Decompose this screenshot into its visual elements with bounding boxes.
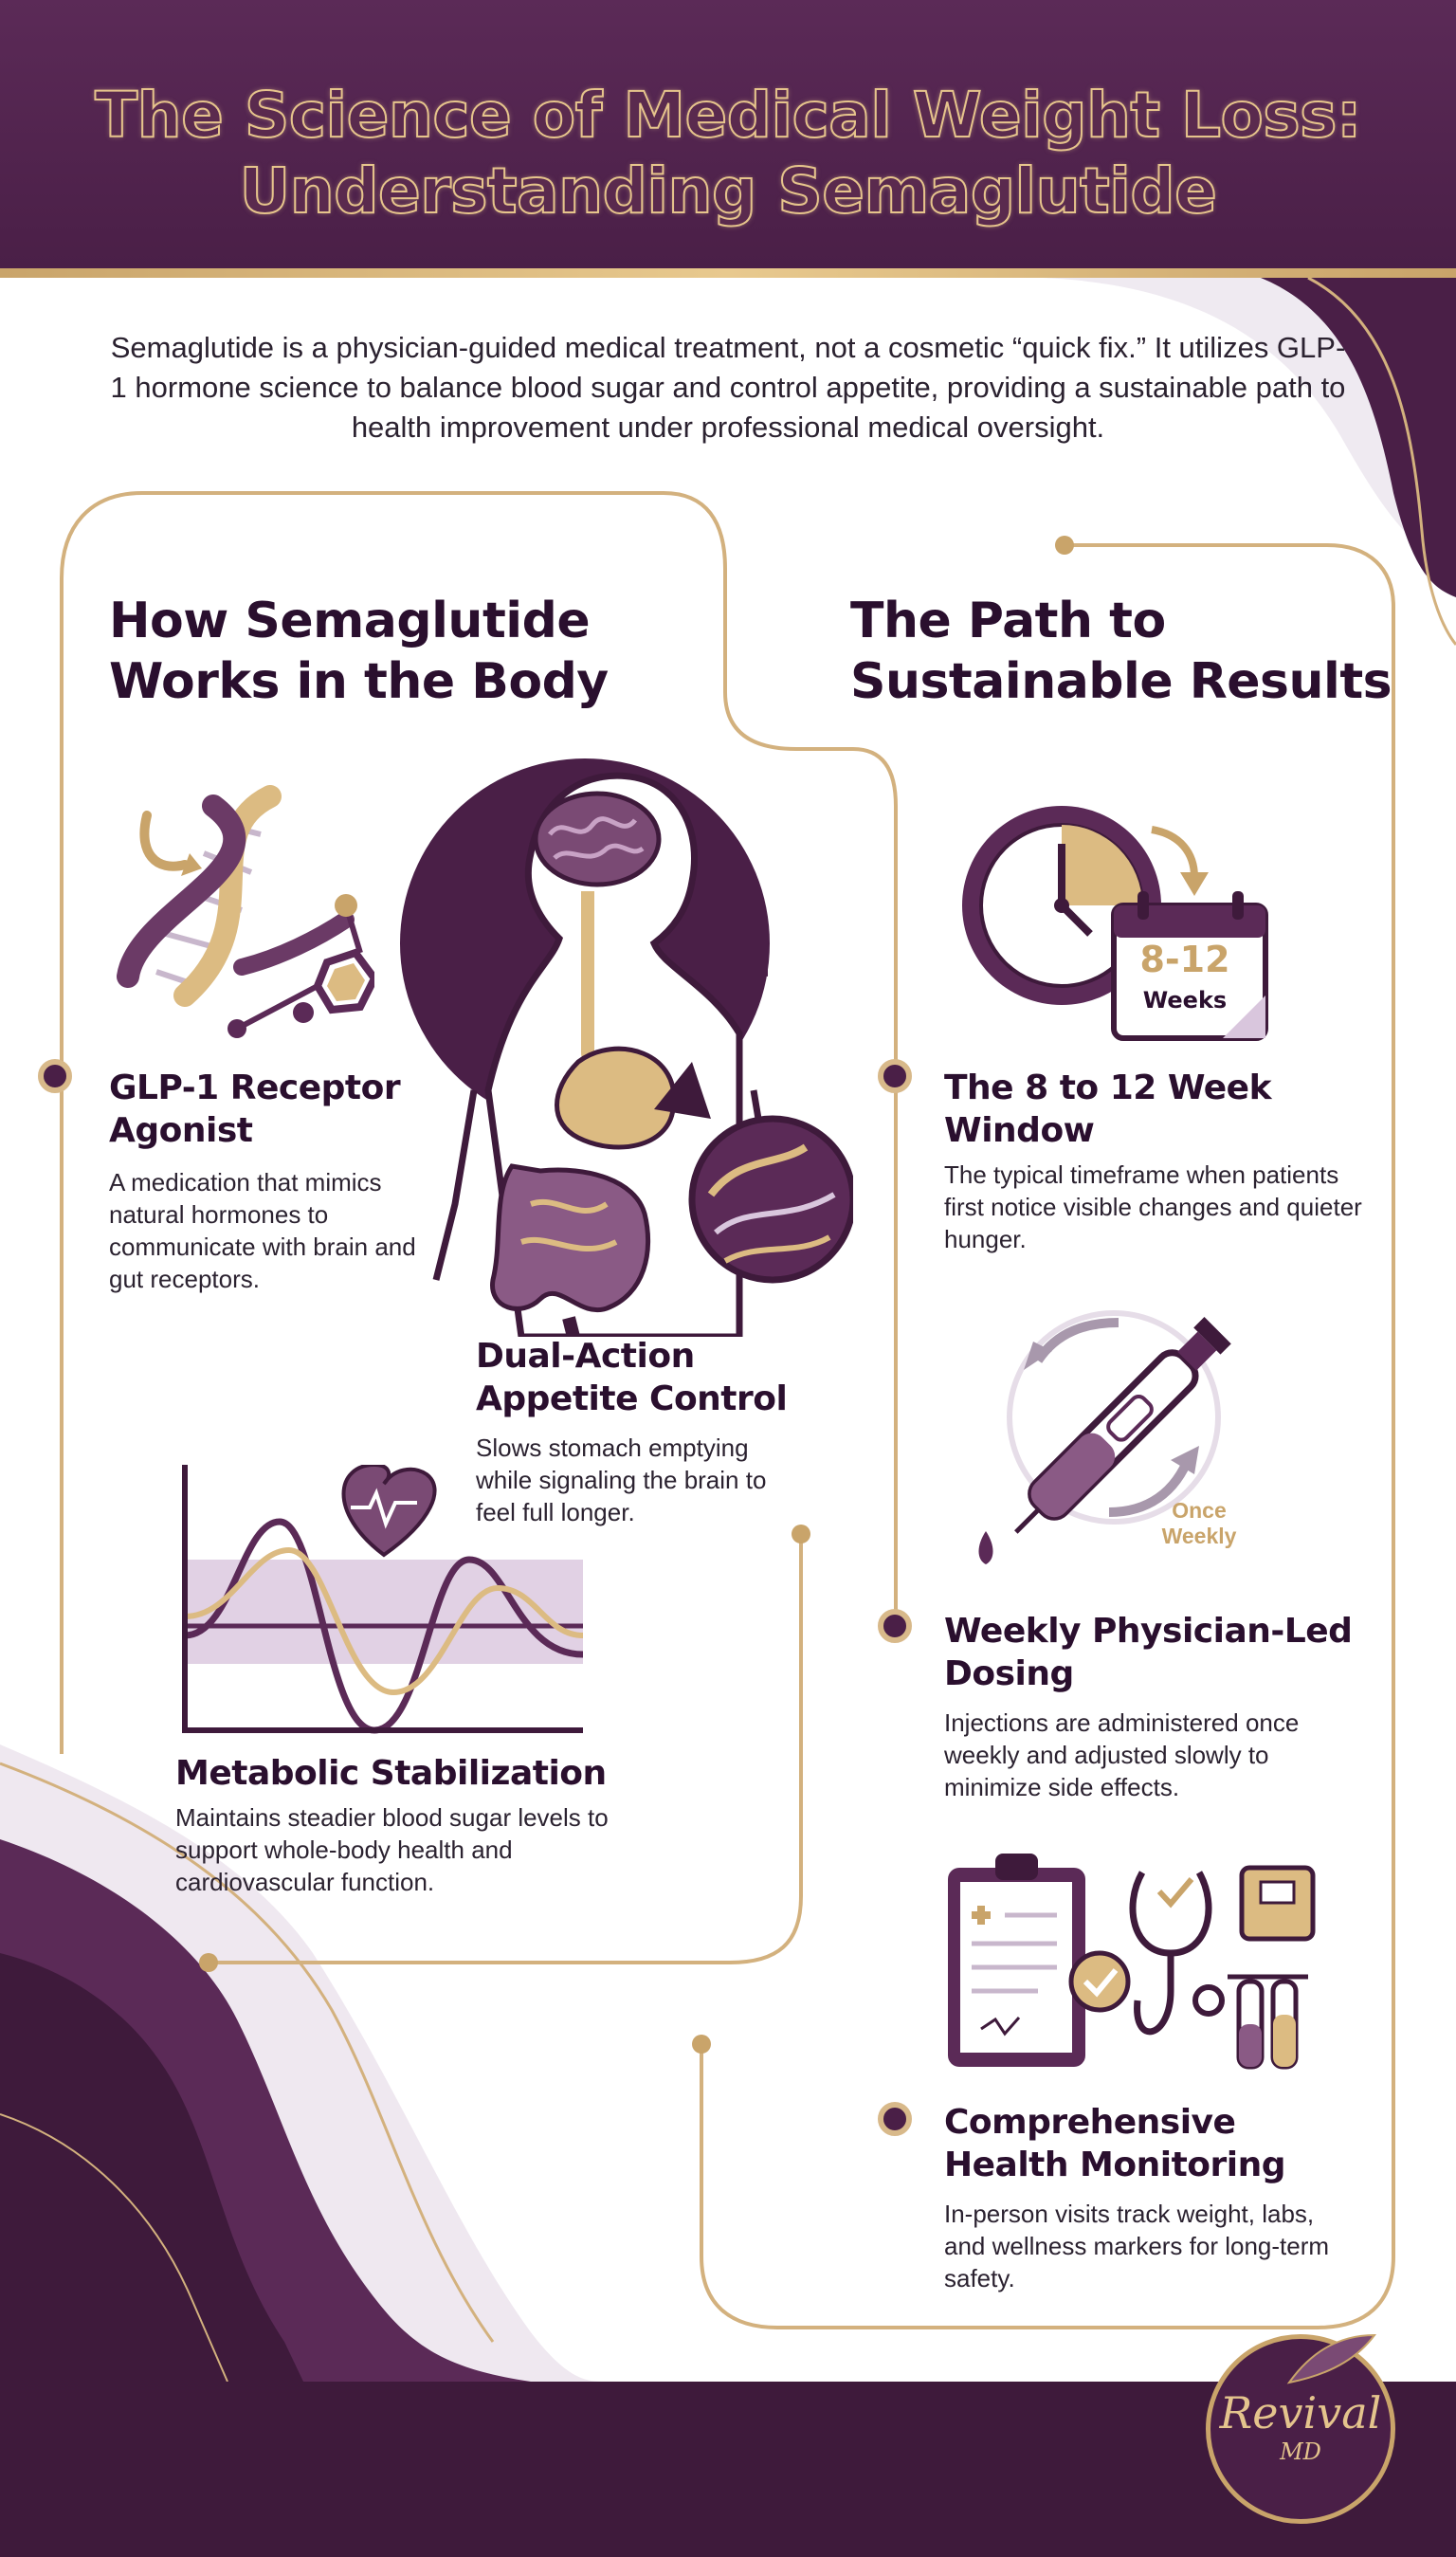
appetite-title-line2: Appetite Control [476,1379,788,1418]
right-section-title: The Path to Sustainable Results [850,591,1419,712]
connector-dot [692,2035,711,2054]
header-band [0,0,1456,268]
left-section-title-line1: How Semaglutide [109,593,591,649]
window-title-line1: The 8 to 12 Week [944,1068,1272,1107]
health-monitoring-icons [948,1854,1316,2070]
calendar-unit-text: Weeks [1142,987,1228,1014]
monitoring-title-line2: Health Monitoring [944,2146,1286,2184]
timeline-dot-glp1 [38,1059,72,1093]
dosing-title: Weekly Physician-Led Dosing [944,1610,1380,1695]
glp1-title-line1: GLP-1 Receptor [109,1068,401,1107]
clock-calendar-icon [962,806,1268,1041]
window-title: The 8 to 12 Week Window [944,1067,1361,1152]
monitoring-title-line1: Comprehensive [944,2103,1236,2142]
pen-label-line2: Weekly [1161,1524,1237,1548]
dosing-desc: Injections are administered once weekly … [944,1708,1300,1801]
timeline-dot-monitoring [878,2102,912,2136]
right-section-title-line2: Sustainable Results [850,653,1392,710]
glp1-desc: A medication that mimics natural hormone… [109,1168,416,1293]
page-title-line2: Understanding Semaglutide [239,154,1218,228]
appetite-title: Dual-Action Appetite Control [476,1335,855,1420]
dna-molecule-icon [117,785,374,1038]
appetite-title-line1: Dual-Action [476,1337,695,1376]
metabolic-desc: Maintains steadier blood sugar levels to… [175,1803,609,1896]
pen-label-line1: Once [1172,1498,1227,1523]
intro-paragraph: Semaglutide is a physician-guided medica… [110,331,1346,444]
monitoring-desc: In-person visits track weight, labs, and… [944,2200,1330,2292]
window-desc: The typical timeframe when patients firs… [944,1160,1362,1253]
glp1-title-line2: Agonist [109,1111,253,1150]
logo-name: Revival [1219,2387,1382,2438]
glp1-title: GLP-1 Receptor Agonist [109,1067,507,1152]
connector-dot [1055,536,1074,555]
left-section-title: How Semaglutide Works in the Body [109,591,640,712]
page-title-line1: The Science of Medical Weight Loss: [94,78,1362,153]
dosing-title-line1: Weekly Physician-Led [944,1612,1353,1651]
human-digestive-illustration [400,758,853,1337]
dosing-title-line2: Dosing [944,1654,1074,1693]
metabolic-wave-illustration [182,1465,584,1734]
calendar-range-text: 8-12 [1139,939,1230,980]
header-divider [0,268,1456,278]
right-section-title-line1: The Path to [850,593,1166,649]
window-title-line2: Window [944,1111,1095,1150]
connector-dot [792,1525,810,1543]
timeline-dot-window [878,1059,912,1093]
injection-pen-icon [978,1310,1231,1564]
timeline-dot-dosing [878,1609,912,1643]
connector-dot [199,1953,218,1972]
page-title: The Science of Medical Weight Loss: Unde… [0,78,1456,229]
pen-label: Once Weekly [1128,1498,1270,1549]
left-section-title-line2: Works in the Body [109,653,609,710]
metabolic-title: Metabolic Stabilization [175,1754,607,1793]
feather-icon [1286,2333,1377,2384]
appetite-desc: Slows stomach emptying while signaling t… [476,1434,767,1526]
logo-sub: MD [1280,2438,1321,2465]
monitoring-title: Comprehensive Health Monitoring [944,2101,1380,2186]
revival-md-logo [1206,2334,1395,2524]
